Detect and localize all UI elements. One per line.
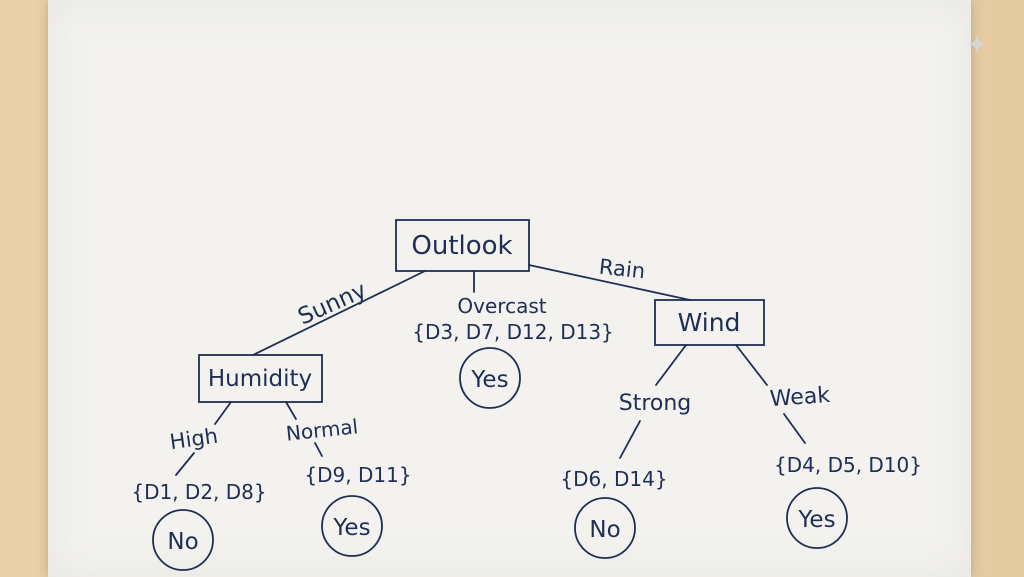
wind-node-box <box>654 299 765 346</box>
normal-leaf-circle <box>321 495 383 557</box>
edge-weak-line-top <box>735 344 768 386</box>
strong-leaf-circle <box>574 497 636 559</box>
overcast-example-set: {D3, D7, D12, D13} <box>412 320 614 344</box>
high-leaf-label: No <box>167 529 198 555</box>
overcast-leaf-label: Yes <box>470 367 508 393</box>
edge-overcast-label: Overcast <box>457 294 546 318</box>
overcast-leaf-circle <box>459 347 521 409</box>
paper-sheet <box>48 0 971 577</box>
weak-leaf-circle <box>786 487 848 549</box>
edge-strong-label: Strong <box>619 391 692 416</box>
root-node-box <box>395 219 530 272</box>
edge-high-line-bottom <box>175 452 195 476</box>
edge-weak-label: Weak <box>769 383 831 412</box>
humidity-node-box <box>198 354 323 403</box>
strong-example-set: {D6, D14} <box>560 467 667 491</box>
edge-high-label: High <box>168 424 219 454</box>
weak-example-set: {D4, D5, D10} <box>774 453 922 477</box>
edge-rain-label: Rain <box>598 255 646 284</box>
edge-sunny-label: Sunny <box>294 277 370 330</box>
root-node-label: Outlook <box>411 231 512 261</box>
edge-normal-line-top <box>285 401 297 420</box>
humidity-node-label: Humidity <box>208 366 312 392</box>
high-leaf-circle <box>152 509 214 571</box>
tree-edges <box>175 264 806 476</box>
edge-sunny-line <box>252 270 426 356</box>
edge-high-line-top <box>214 401 232 425</box>
wind-node-label: Wind <box>678 308 741 337</box>
weak-leaf-label: Yes <box>797 507 835 533</box>
sparkle-icon <box>967 34 987 54</box>
normal-leaf-label: Yes <box>332 515 370 541</box>
high-example-set: {D1, D2, D8} <box>131 480 266 504</box>
edge-normal-line-bottom <box>314 442 323 457</box>
normal-example-set: {D9, D11} <box>304 463 411 487</box>
strong-leaf-label: No <box>589 517 620 543</box>
edge-rain-line <box>528 264 691 301</box>
edge-strong-line-bottom <box>619 420 641 459</box>
edge-weak-line-bottom <box>783 413 806 444</box>
edge-strong-line-top <box>655 344 687 386</box>
